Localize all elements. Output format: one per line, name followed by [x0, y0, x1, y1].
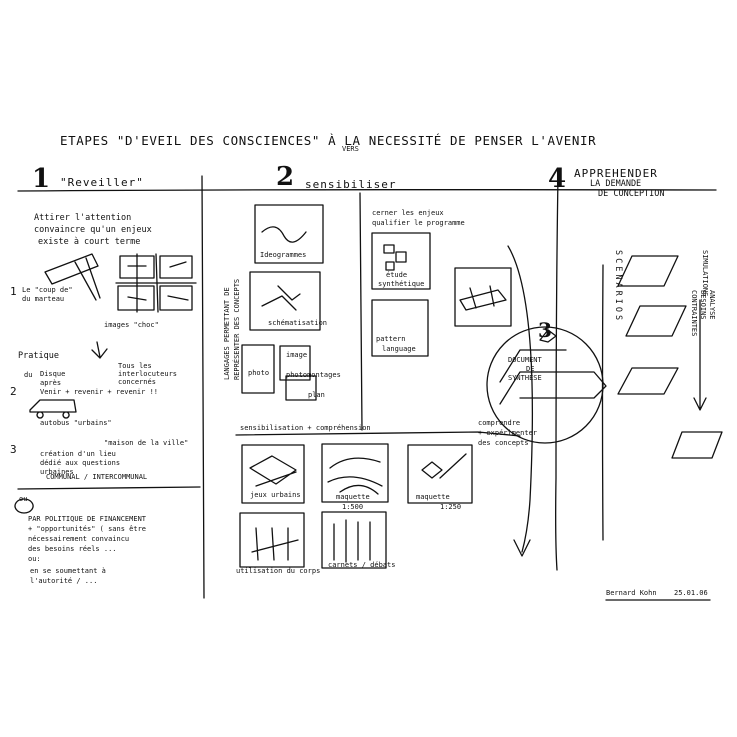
comprendre-text: comprendre + expérimenter des concepts — [478, 419, 538, 447]
col2-heading: sensibiliser — [305, 178, 397, 191]
ou-label: ou — [19, 495, 28, 503]
col4-heading-1: APPREHENDER — [574, 167, 658, 180]
maquette2-scale: 1:250 — [440, 503, 462, 511]
cerner-text: cerner les enjeux qualifier le programme — [372, 209, 465, 227]
image-label: image — [286, 351, 308, 359]
ou-circle — [14, 498, 34, 514]
ou2-label: ou: — [28, 555, 41, 563]
autobus-label: autobus "urbains" — [40, 419, 112, 427]
col1-marteau: Le "coup de" du marteau — [22, 286, 73, 303]
hammer-sketch — [44, 253, 101, 301]
pattern-label: pattern — [376, 335, 406, 343]
soumettant-text: en se soumettant à l'autorité / ... — [30, 567, 106, 585]
sensibilisation-brace — [235, 431, 521, 437]
arrow-curve — [507, 245, 534, 557]
col1-attirer: Attirer l'attention convaincre qu'un enj… — [34, 213, 152, 247]
col1-item1-number: 1 — [10, 285, 18, 298]
col1-item3-number: 3 — [10, 443, 18, 456]
sensibilisation-label: sensibilisation + compréhension — [240, 424, 371, 432]
arrow-col4 — [693, 299, 707, 411]
photo-label: photo — [248, 369, 270, 377]
col1-heading: "Reveiller" — [60, 176, 144, 189]
col1-item2-number: 2 — [10, 385, 18, 398]
photomontages-label: photomontages — [286, 371, 341, 379]
col4-heading-2: LA DEMANDE — [590, 179, 642, 189]
header-underline — [17, 189, 717, 192]
frame-photomontage — [279, 345, 311, 381]
maquette1-label: maquette — [336, 493, 370, 501]
bus-sketch — [29, 399, 77, 419]
creation-text: création d'un lieu dédié aux questions u… — [40, 450, 121, 476]
pratique-label: Pratique — [18, 351, 59, 361]
col4-number: 4 — [548, 164, 567, 194]
tous-text: Tous les interlocuteurs concernés — [118, 362, 178, 386]
scenario-shape-1 — [617, 255, 679, 287]
scenario-shape-2 — [625, 305, 687, 337]
frame-etude — [371, 232, 431, 290]
maquette1-scale: 1:500 — [342, 503, 364, 511]
etude-label: étude — [386, 271, 408, 279]
images-choc-label: images "choc" — [104, 321, 159, 329]
col2-number: 2 — [276, 162, 295, 192]
frame-utilisation — [239, 512, 305, 568]
schematisation-label: schématisation — [268, 319, 328, 327]
arrow-down — [91, 341, 108, 359]
simulation-shape — [671, 431, 723, 459]
synthese-circle — [486, 326, 604, 444]
frame-maquette2 — [407, 444, 473, 504]
scenarios-label: SCENARIOS — [613, 250, 623, 324]
plan-label: plan — [308, 391, 325, 399]
title-vers: VERS — [342, 145, 359, 153]
synthetique-label: synthétique — [378, 280, 425, 288]
synthese-number: 3 — [538, 318, 552, 342]
langage-label: language — [382, 345, 416, 353]
frame-jeux — [241, 444, 305, 504]
date: 25.01.06 — [674, 589, 708, 597]
frame-maquette1 — [321, 443, 389, 503]
du-label: du — [24, 371, 33, 379]
analyse-text: ANALYSE BESOINS CONTRAINTES — [690, 290, 716, 337]
langages-text: LANGAGES PERMETTANT DE REPRÉSENTER DES C… — [223, 278, 241, 380]
document-text: DOCUMENT DE SYNTHÈSE — [508, 356, 542, 382]
page-title: ETAPES "D'EVEIL DES CONSCIENCES" À LA NE… — [60, 133, 597, 148]
divider-col3 — [555, 175, 559, 571]
ideogrammes-label: Ideogrammes — [260, 251, 307, 259]
carnets-label: carnets / débats — [328, 561, 396, 569]
communal-label: COMMUNAL / INTERCOMMUNAL — [46, 473, 148, 481]
maquette2-label: maquette — [416, 493, 450, 501]
disque-text: Disque après Venir + revenir + revenir !… — [40, 370, 159, 396]
maison-label: "maison de la ville" — [104, 439, 189, 447]
col4-heading-3: DE CONCEPTION — [598, 189, 665, 199]
frame-carnets — [321, 511, 387, 569]
col1-number: 1 — [32, 164, 51, 194]
frame-pattern — [371, 299, 429, 357]
divider-col2 — [359, 192, 363, 431]
signature: Bernard Kohn — [606, 589, 657, 597]
utilisation-label: utilisation du corps — [236, 567, 321, 575]
divider-col4 — [601, 264, 604, 541]
divider-col1 — [201, 175, 205, 599]
frame-schematisation — [249, 271, 321, 331]
simulations-label: SIMULATIONS — [701, 250, 709, 297]
images-choc-grid — [115, 253, 197, 313]
scenario-shape-3 — [617, 367, 679, 395]
frame-axes — [454, 267, 512, 327]
frame-image-photo — [241, 344, 275, 394]
frame-ideogrammes — [254, 204, 324, 264]
jeux-label: jeux urbains — [250, 491, 301, 499]
politique-text: PAR POLITIQUE DE FINANCEMENT + "opportun… — [28, 515, 147, 553]
communal-underline — [17, 486, 201, 490]
